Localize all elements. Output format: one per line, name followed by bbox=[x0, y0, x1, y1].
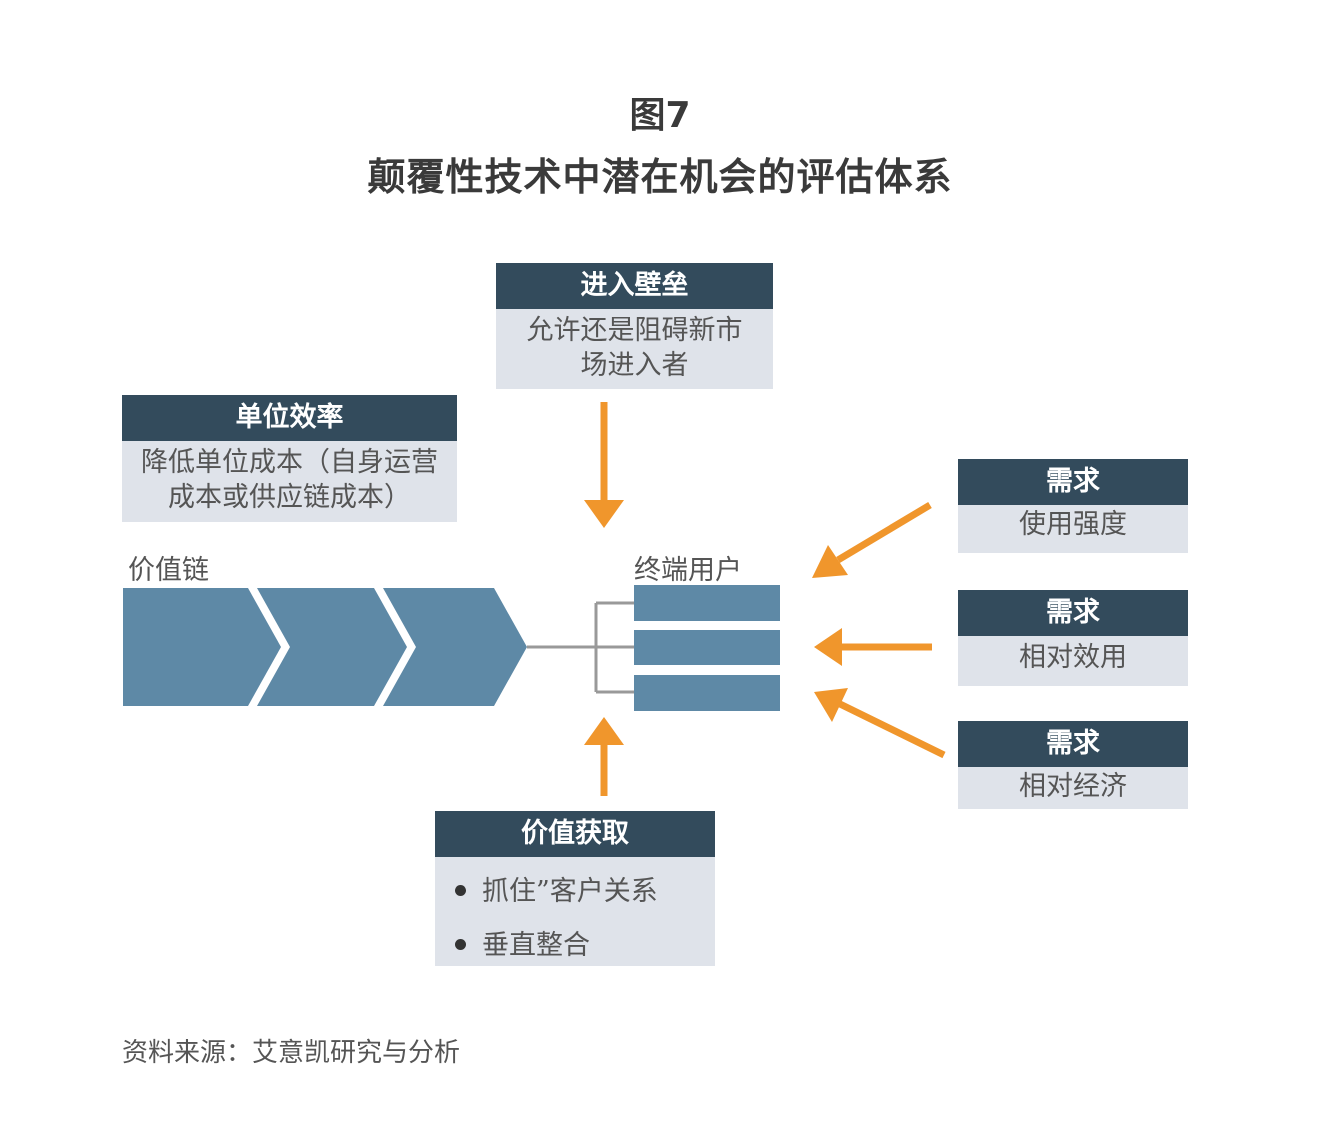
connector-lines bbox=[527, 601, 634, 694]
value-capture-item-2: 垂直整合 bbox=[482, 930, 590, 961]
unit-efficiency-line-2: 成本或供应链成本） bbox=[168, 482, 411, 513]
arrow-from-demand-1 bbox=[812, 501, 932, 578]
list-item: 垂直整合 bbox=[435, 919, 715, 973]
demand-3-header: 需求 bbox=[958, 721, 1188, 767]
arrow-up-from-value-capture bbox=[584, 717, 624, 796]
demand-1-header: 需求 bbox=[958, 459, 1188, 505]
source-note: 资料来源：艾意凯研究与分析 bbox=[122, 1038, 461, 1068]
end-user-bar-1 bbox=[634, 585, 780, 621]
unit-efficiency-header: 单位效率 bbox=[122, 395, 457, 441]
end-user-bar-2 bbox=[634, 630, 780, 665]
value-chain-chevron-1 bbox=[123, 588, 281, 706]
entry-barrier-box: 进入壁垒 允许还是阻碍新市 场进入者 bbox=[496, 263, 773, 389]
arrow-from-demand-3 bbox=[814, 688, 946, 759]
value-capture-box: 价值获取 抓住”客户关系 垂直整合 bbox=[435, 811, 715, 966]
demand-3-text: 相对经济 bbox=[1019, 771, 1127, 802]
demand-box-2: 需求 相对效用 bbox=[958, 590, 1188, 686]
bullet-dot-icon bbox=[455, 885, 466, 896]
demand-2-text: 相对效用 bbox=[1019, 642, 1127, 673]
end-user-bar-3 bbox=[634, 675, 780, 711]
entry-barrier-description: 允许还是阻碍新市 场进入者 bbox=[496, 309, 773, 383]
figure-label: 图7 bbox=[629, 95, 691, 136]
value-chain-label: 价值链 bbox=[128, 555, 209, 586]
unit-efficiency-box: 单位效率 降低单位成本（自身运营 成本或供应链成本） bbox=[122, 395, 457, 522]
list-item: 抓住”客户关系 bbox=[435, 865, 715, 919]
unit-efficiency-description: 降低单位成本（自身运营 成本或供应链成本） bbox=[122, 441, 457, 515]
end-user-label: 终端用户 bbox=[634, 555, 742, 586]
demand-1-text: 使用强度 bbox=[1019, 509, 1127, 540]
arrow-from-demand-2 bbox=[814, 628, 932, 666]
demand-box-1: 需求 使用强度 bbox=[958, 459, 1188, 553]
value-capture-list: 抓住”客户关系 垂直整合 bbox=[435, 857, 715, 973]
value-capture-item-1: 抓住”客户关系 bbox=[482, 876, 658, 907]
value-chain-chevron-2 bbox=[257, 588, 407, 706]
value-capture-header: 价值获取 bbox=[435, 811, 715, 857]
bullet-dot-icon bbox=[455, 939, 466, 950]
demand-box-3: 需求 相对经济 bbox=[958, 721, 1188, 809]
demand-2-header: 需求 bbox=[958, 590, 1188, 636]
unit-efficiency-line-1: 降低单位成本（自身运营 bbox=[141, 447, 438, 478]
entry-barrier-line-2: 场进入者 bbox=[580, 350, 689, 381]
figure-title: 颠覆性技术中潜在机会的评估体系 bbox=[367, 155, 953, 199]
entry-barrier-line-1: 允许还是阻碍新市 bbox=[526, 315, 743, 346]
arrow-down-from-entry-barrier bbox=[584, 402, 624, 528]
entry-barrier-header: 进入壁垒 bbox=[496, 263, 773, 309]
value-chain-chevron-3 bbox=[383, 588, 527, 706]
